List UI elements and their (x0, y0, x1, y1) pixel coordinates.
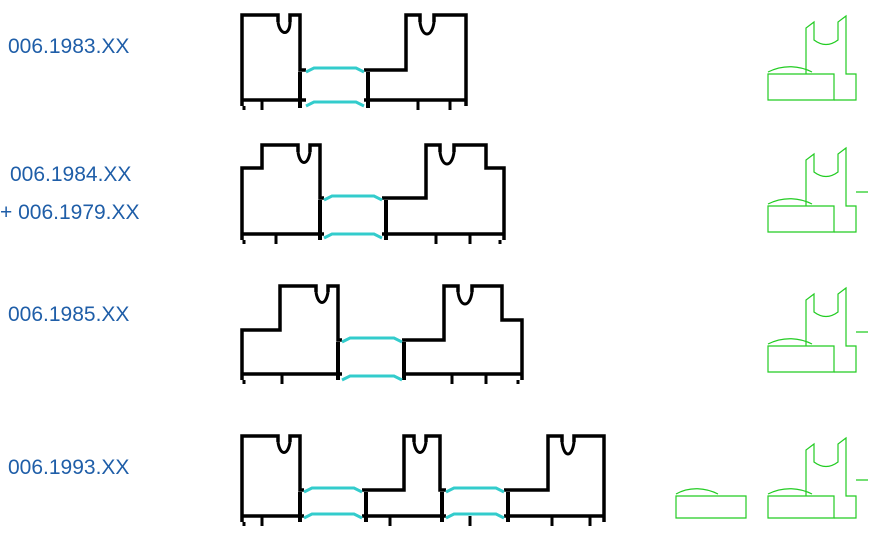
profile-section-row1 (240, 13, 468, 110)
glazing-bead-outline (675, 14, 868, 519)
thermal-break-icon (303, 66, 505, 520)
profile-section-row3 (240, 284, 524, 384)
profile-code-row3: 006.1985.XX (8, 303, 130, 326)
profile-section-row4 (240, 434, 606, 526)
profile-section-row2 (240, 143, 506, 244)
profile-code-row4: 006.1993.XX (8, 456, 130, 479)
profile-code-row1: 006.1983.XX (8, 35, 130, 58)
profile-code-row2-secondary: + 006.1979.XX (0, 201, 140, 224)
profile-code-row2: 006.1984.XX (10, 163, 132, 186)
